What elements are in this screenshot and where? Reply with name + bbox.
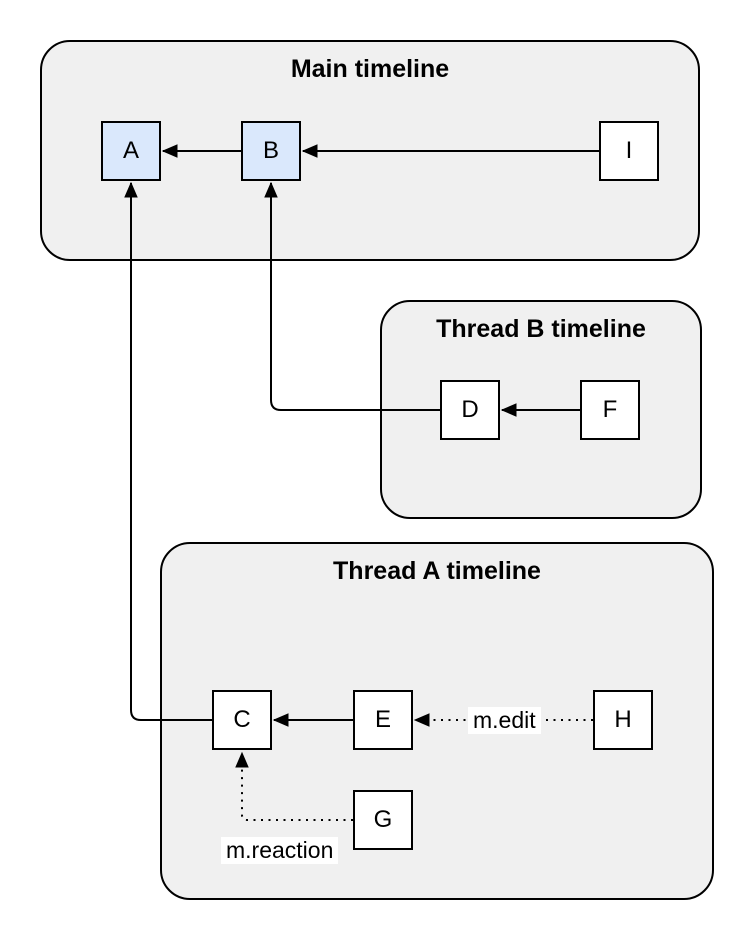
node-a-label: A [122,137,139,164]
node-c-label: C [233,706,251,733]
node-d: D [440,380,500,440]
node-h: H [593,690,653,750]
node-e: E [353,690,413,750]
container-title-thread-a: Thread A timeline [333,557,541,585]
node-b: B [241,121,301,181]
node-i: I [599,121,659,181]
container-title-thread-b: Thread B timeline [436,315,646,343]
node-f-label: F [602,396,618,423]
node-d-label: D [461,396,479,423]
node-a: A [101,121,161,181]
node-h-label: H [614,706,632,733]
node-f: F [580,380,640,440]
node-e-label: E [374,706,391,733]
node-b-label: B [262,137,279,164]
node-c: C [212,690,272,750]
node-i-label: I [625,137,633,164]
container-thread-b-timeline: Thread B timeline [380,300,702,519]
node-g: G [353,790,413,850]
node-g-label: G [373,806,393,833]
container-title-main: Main timeline [290,55,450,83]
edge-label-m-reaction: m.reaction [221,837,339,864]
edge-label-m-edit: m.edit [468,707,541,734]
